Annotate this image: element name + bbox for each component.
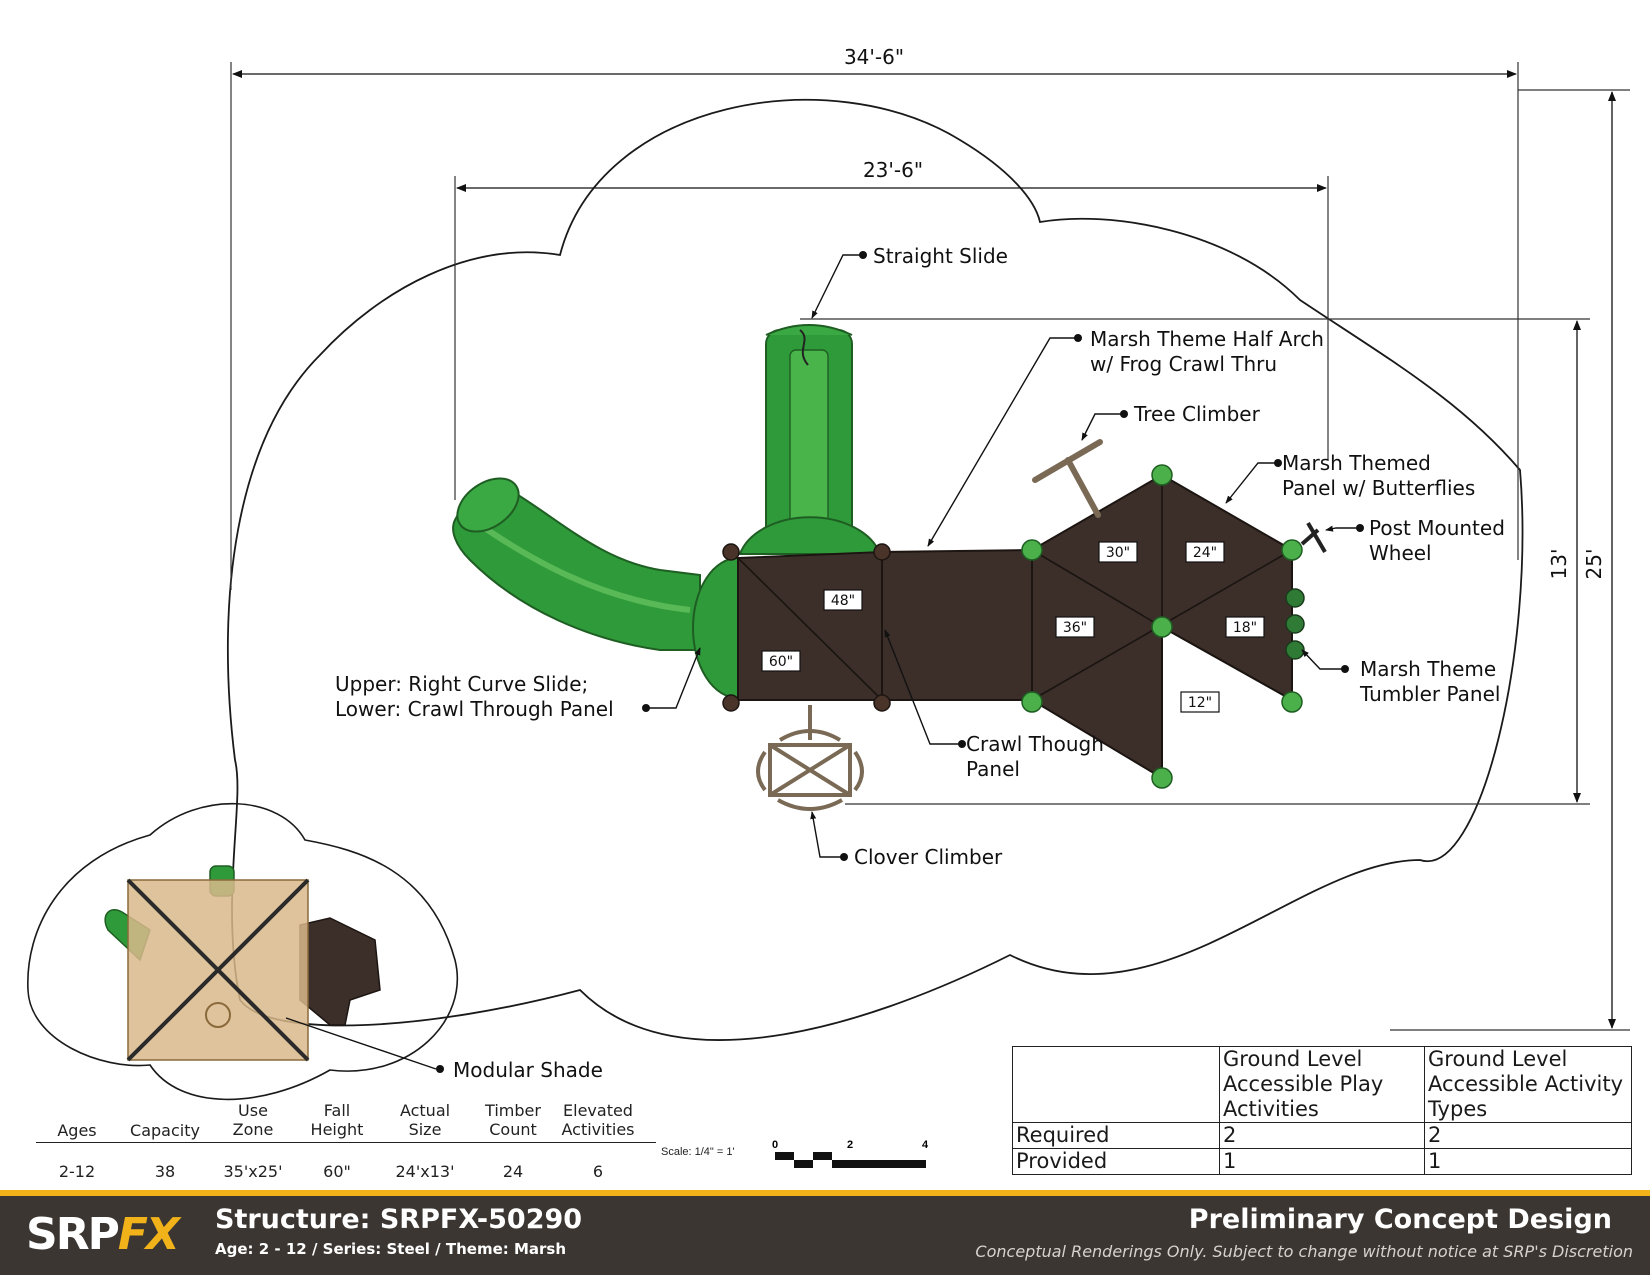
accessibility-required-v1: 2 bbox=[1219, 1122, 1425, 1149]
specs-value-row: 2-12 38 35'x25' 60" 24'x13' 24 6 bbox=[36, 1143, 656, 1181]
scale-tick-2: 2 bbox=[847, 1139, 853, 1151]
svg-text:36": 36" bbox=[1063, 620, 1087, 636]
dim-structure-depth-label: 13' bbox=[1547, 549, 1571, 580]
scale-tick-4: 4 bbox=[922, 1139, 929, 1151]
half-arch-top bbox=[738, 516, 882, 555]
svg-text:Crawl Though: Crawl Though bbox=[966, 732, 1104, 756]
clover-climber bbox=[756, 705, 864, 811]
svg-text:60": 60" bbox=[769, 654, 793, 670]
dimension-lines bbox=[230, 62, 1630, 1031]
svg-text:Upper: Right Curve Slide;: Upper: Right Curve Slide; bbox=[335, 672, 588, 696]
svg-text:Marsh Theme: Marsh Theme bbox=[1360, 657, 1496, 681]
accessibility-table: Ground Level Accessible Play Activities … bbox=[1012, 1046, 1632, 1175]
svg-text:Straight Slide: Straight Slide bbox=[873, 244, 1008, 268]
post-mounted-wheel bbox=[1300, 521, 1327, 554]
svg-text:12": 12" bbox=[1188, 695, 1212, 711]
half-arch-left bbox=[692, 556, 739, 700]
srpfx-logo: SRPFX bbox=[26, 1209, 180, 1260]
disclaimer-text: Conceptual Renderings Only. Subject to c… bbox=[975, 1242, 1633, 1261]
accessibility-col2-header: Ground Level Accessible Activity Types bbox=[1424, 1046, 1632, 1123]
spec-value-fall-height: 60" bbox=[323, 1162, 351, 1181]
spec-header-capacity: Capacity bbox=[130, 1121, 200, 1140]
callout-leaders bbox=[646, 254, 1360, 858]
accessibility-provided-v2: 1 bbox=[1424, 1148, 1632, 1175]
svg-text:Tree Climber: Tree Climber bbox=[1133, 402, 1261, 426]
accessibility-row-required: Required 2 2 bbox=[1012, 1122, 1632, 1149]
accessibility-required-v2: 2 bbox=[1424, 1122, 1632, 1149]
deck-height-labels: 48" 60" 30" 24" 36" 18" 12" bbox=[761, 541, 1265, 713]
svg-text:Marsh Theme Half Arch: Marsh Theme Half Arch bbox=[1090, 327, 1324, 351]
dim-overall-depth-label: 25' bbox=[1582, 549, 1606, 580]
document-title: Preliminary Concept Design bbox=[1188, 1204, 1612, 1235]
svg-text:w/ Frog Crawl Thru: w/ Frog Crawl Thru bbox=[1090, 352, 1277, 376]
deck-posts-brown bbox=[722, 543, 891, 712]
straight-slide bbox=[765, 324, 853, 551]
footer-bar: SRPFX Structure: SRPFX-50290 Age: 2 - 12… bbox=[0, 1190, 1650, 1275]
accessibility-col1-header: Ground Level Accessible Play Activities bbox=[1219, 1046, 1425, 1123]
tumbler-panel bbox=[1285, 588, 1305, 660]
svg-text:Modular Shade: Modular Shade bbox=[453, 1058, 603, 1082]
use-zone-outline bbox=[226, 98, 1524, 1041]
deck-posts-green bbox=[1021, 464, 1303, 789]
svg-text:Marsh Themed: Marsh Themed bbox=[1282, 451, 1431, 475]
dim-overall-width-label: 34'-6" bbox=[844, 45, 904, 69]
spec-value-timber-count: 24 bbox=[502, 1162, 524, 1181]
accessibility-provided-v1: 1 bbox=[1219, 1148, 1425, 1175]
svg-text:Wheel: Wheel bbox=[1369, 541, 1432, 565]
accessibility-row-label: Required bbox=[1012, 1122, 1220, 1149]
spec-value-elevated-activities: 6 bbox=[592, 1162, 604, 1181]
svg-text:Clover Climber: Clover Climber bbox=[854, 845, 1003, 869]
scale-bar: 0 2 4 bbox=[772, 1139, 929, 1168]
specs-rule bbox=[36, 1142, 656, 1143]
tree-climber bbox=[1032, 439, 1103, 518]
svg-text:Lower: Crawl Through Panel: Lower: Crawl Through Panel bbox=[335, 697, 614, 721]
shade-thumbnail bbox=[27, 802, 459, 1101]
dim-structure-width-label: 23'-6" bbox=[863, 158, 923, 182]
accessibility-row-label: Provided bbox=[1012, 1148, 1220, 1175]
scale-label: Scale: 1/4" = 1' bbox=[661, 1146, 735, 1158]
spec-value-ages: 2-12 bbox=[58, 1162, 96, 1181]
svg-text:Post Mounted: Post Mounted bbox=[1369, 516, 1505, 540]
right-curve-slide bbox=[452, 477, 701, 651]
spec-value-capacity: 38 bbox=[154, 1162, 176, 1181]
svg-text:48": 48" bbox=[831, 593, 855, 609]
structure-subline: Age: 2 - 12 / Series: Steel / Theme: Mar… bbox=[215, 1240, 567, 1258]
svg-text:24": 24" bbox=[1193, 545, 1217, 561]
svg-text:Panel: Panel bbox=[966, 757, 1020, 781]
svg-text:18": 18" bbox=[1233, 620, 1257, 636]
accessibility-corner-cell bbox=[1012, 1046, 1220, 1123]
svg-text:Panel w/ Butterflies: Panel w/ Butterflies bbox=[1282, 476, 1475, 500]
svg-text:Tumbler Panel: Tumbler Panel bbox=[1359, 682, 1500, 706]
structure-id: Structure: SRPFX-50290 bbox=[215, 1204, 583, 1235]
spec-header-ages: Ages bbox=[57, 1121, 97, 1140]
accessibility-row-provided: Provided 1 1 bbox=[1012, 1148, 1632, 1175]
callout-dots bbox=[436, 251, 1364, 1073]
spec-value-use-zone: 35'x25' bbox=[223, 1162, 283, 1181]
callout-labels: Straight Slide Marsh Theme Half Arch w/ … bbox=[335, 244, 1505, 1082]
accessibility-header-row: Ground Level Accessible Play Activities … bbox=[1012, 1046, 1632, 1123]
svg-text:30": 30" bbox=[1106, 545, 1130, 561]
spec-value-actual-size: 24'x13' bbox=[395, 1162, 455, 1181]
scale-tick-0: 0 bbox=[772, 1139, 778, 1151]
footer-accent-stripe bbox=[0, 1190, 1650, 1196]
site-plan-drawing: 34'-6" 23'-6" 13' 25' bbox=[27, 45, 1630, 1168]
